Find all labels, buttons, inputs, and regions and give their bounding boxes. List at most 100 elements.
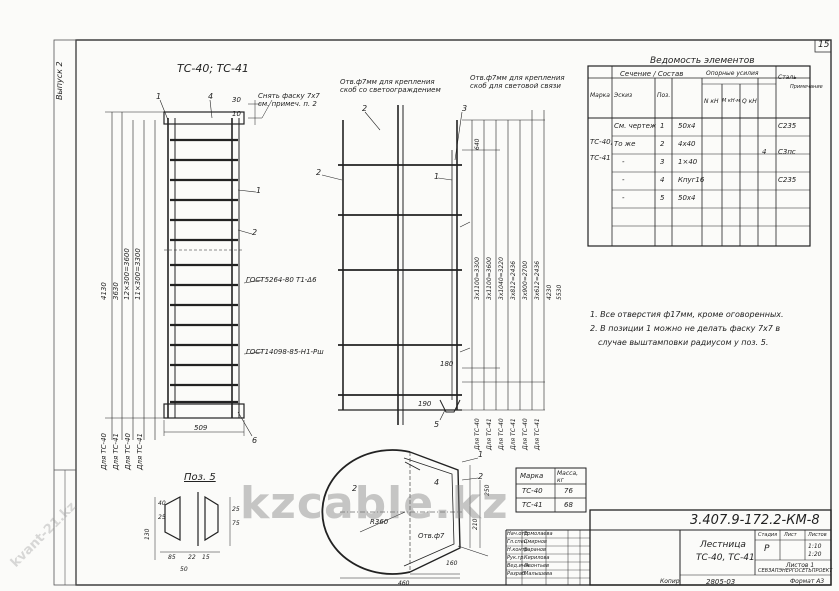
dim-mid: 10 <box>232 110 241 118</box>
side-dim-h: 5530 <box>556 284 563 300</box>
name-5: Малышева <box>524 571 553 577</box>
note-1: 1. Все отверстия ф17мм, кроме оговоренны… <box>590 310 784 319</box>
elements-table-lines <box>587 65 811 247</box>
item-name-2: ТС-40, ТС-41 <box>696 553 755 563</box>
ladder-mark-4: 4 <box>208 92 214 101</box>
elements-table-title: Ведомость элементов <box>650 56 755 66</box>
plan-mark-1: 1 <box>478 450 484 459</box>
plan-radius: R360 <box>370 518 389 526</box>
role-1: Гл.спец. <box>507 539 529 545</box>
et-h-forces: Опорные усилия <box>706 70 759 77</box>
et-sub-q: Q кН <box>742 98 757 105</box>
plan-mark-2: 2 <box>478 472 484 481</box>
dim-190: 190 <box>418 400 432 408</box>
side-for-3: Для ТС-40 <box>498 418 505 450</box>
name-1: Смирнов <box>524 539 547 545</box>
sheets-label: Листов <box>808 532 827 538</box>
sheet-label: Лист <box>784 532 797 538</box>
name-3: Кирилова <box>524 555 550 561</box>
et-h-mark: Марка <box>590 92 610 99</box>
drawing-code: 3.407.9-172.2-КМ-8 <box>690 513 820 528</box>
et-r1-q: 4 <box>762 148 767 156</box>
et-r1-mark: ТС-41 <box>590 154 611 162</box>
side-label: Выпуск 2 <box>55 61 64 100</box>
hole-note-3: Отв.ф7мм для крепления <box>470 74 565 82</box>
name-0: Ермолаева <box>524 531 553 537</box>
role-4: Вед.инж. <box>507 563 532 569</box>
pos5-dim-40: 40 <box>158 500 166 507</box>
et-r1-steel: С3пс <box>778 148 796 156</box>
label-for-ts41: Для ТС-41 <box>112 433 120 470</box>
mass-table-lines <box>515 467 587 513</box>
bottom-code: 2805-03 <box>706 578 736 586</box>
side-for-5: Для ТС-40 <box>522 418 529 450</box>
pos5-detail <box>154 492 231 560</box>
hole-note-2: скоб со светоограждением <box>340 86 441 94</box>
gost-weld-1: ГОСТ5264-80 Т1-Δ6 <box>246 276 317 284</box>
gost-weld-2: ГОСТ14098-85-Н1-Рш <box>246 348 324 356</box>
dim-180: 180 <box>440 360 454 368</box>
ladder-side-view <box>321 105 545 425</box>
page-number: 15 <box>818 40 830 50</box>
et-r1-sec: 4х40 <box>678 140 696 148</box>
ladder-mark-2: 2 <box>252 228 258 237</box>
et-r2-sketch: - <box>622 158 625 166</box>
plan-dim-460: 460 <box>398 580 410 587</box>
side-dim-e: 3х900=2700 <box>522 260 529 300</box>
organisation: СЕВЗАПЭНЕРГОСЕТЬПРОЕКТ <box>758 568 833 574</box>
stage-label: Стадия <box>758 532 778 538</box>
pos5-dim-50: 50 <box>180 566 188 573</box>
dim-11x300: 11×300=3300 <box>134 248 142 300</box>
et-r2-pos: 3 <box>660 158 665 166</box>
stage-value: Р <box>764 544 770 554</box>
et-r3-sec: Кпуг16 <box>678 176 705 184</box>
pos5-dim-75: 75 <box>232 520 240 527</box>
et-r0-pos: 1 <box>660 122 665 130</box>
role-0: Нач.отд. <box>507 531 530 537</box>
et-r1-pos: 2 <box>660 140 665 148</box>
side-dim-d: 3х812=2436 <box>510 260 517 300</box>
pos5-dim-22: 22 <box>188 554 196 561</box>
label-for-ts40: Для ТС-40 <box>100 433 108 470</box>
mass-r0-mark: ТС-40 <box>522 487 543 495</box>
et-r0-sketch: См. чертеж <box>614 122 657 130</box>
dim-top: 30 <box>232 96 241 104</box>
ladder-mark-1: 1 <box>156 92 162 101</box>
drawing-title: ТС-40; ТС-41 <box>177 62 249 75</box>
scale-2: 1:20 <box>808 551 822 558</box>
pos5-title: Поз. 5 <box>184 472 216 483</box>
mass-h-mass: Масса, кг <box>557 470 579 484</box>
hole-note-1: Отв.ф7мм для крепления <box>340 78 435 86</box>
dim-width: 509 <box>194 424 208 432</box>
et-r3-sketch: - <box>622 176 625 184</box>
plan-hole-note: Отв.ф7 <box>418 532 445 540</box>
note-3: случае выштамповки радиусом у поз. 5. <box>598 338 769 347</box>
side-mark-3: 3 <box>462 104 468 113</box>
et-r4-sec: 50х4 <box>678 194 696 202</box>
ladder-mark-1b: 1 <box>256 186 262 195</box>
copied-label: Копир. <box>660 578 682 585</box>
side-dim-640: 640 <box>474 138 481 150</box>
watermark-main: kzcable.kz <box>240 478 509 529</box>
pos5-dim-15: 15 <box>202 554 210 561</box>
name-2: Баранов <box>524 547 547 553</box>
side-for-1: Для ТС-40 <box>474 418 481 450</box>
side-dim-g: 4230 <box>546 284 553 300</box>
mass-r1-kg: 68 <box>564 501 573 509</box>
ladder-front-view <box>105 99 273 440</box>
plan-dim-160: 160 <box>446 560 458 567</box>
side-for-6: Для ТС-41 <box>534 418 541 450</box>
dim-4130: 4130 <box>100 282 108 300</box>
label-for-ts40-b: Для ТС-40 <box>124 433 132 470</box>
side-dim-c: 3х1040=3220 <box>498 257 505 300</box>
et-sub-n: N кН <box>704 98 719 105</box>
side-dim-b: 3х1100=3600 <box>486 257 493 300</box>
side-for-4: Для ТС-41 <box>510 418 517 450</box>
chamfer-note-2: см. примеч. п. 2 <box>258 100 317 108</box>
et-sub-m: М кН·м <box>722 98 741 104</box>
et-h-pos: Поз. <box>657 92 671 99</box>
et-r0-steel: С235 <box>778 122 797 130</box>
et-r0-mark: ТС-40, <box>590 138 613 146</box>
